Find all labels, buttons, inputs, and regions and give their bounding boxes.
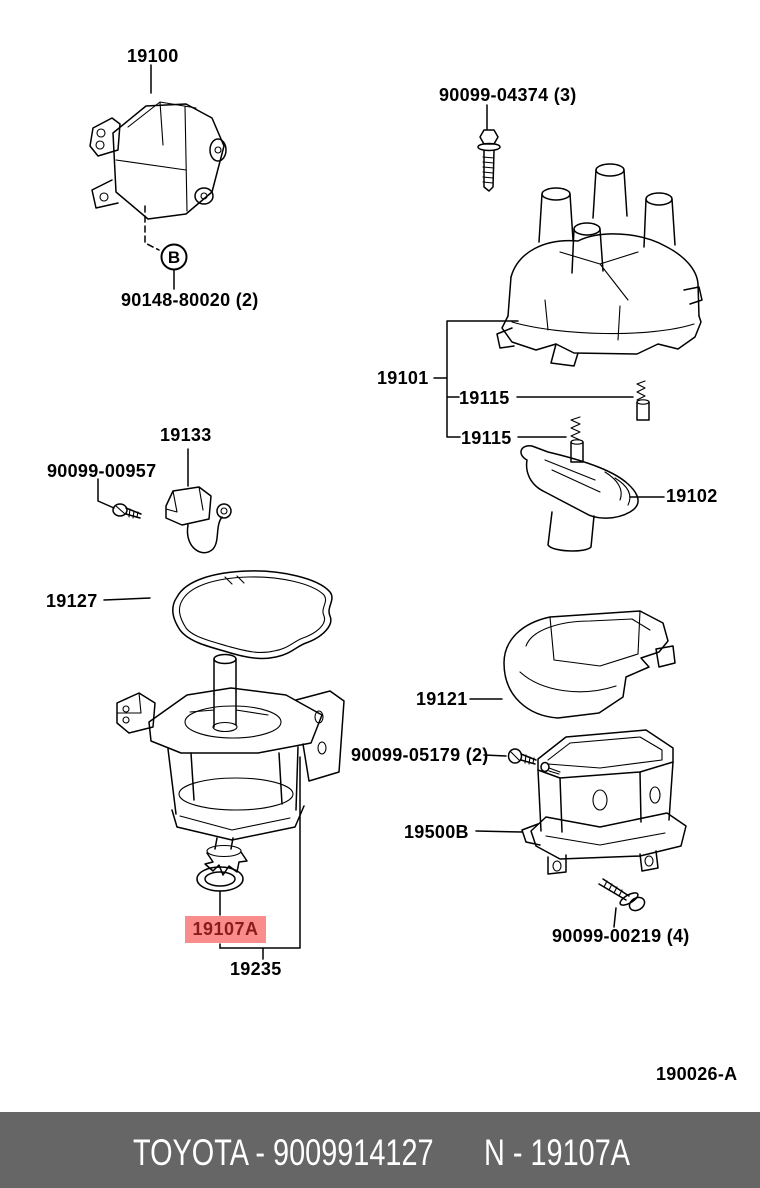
distributor-assy-drawing (89, 101, 227, 220)
distributor-cap-drawing (496, 163, 703, 367)
cover-screws-drawing (507, 748, 561, 775)
part-label-19235: 19235 (230, 959, 282, 979)
leader-90099-00957 (97, 478, 115, 509)
highlighted-part-label-19107a: 19107A (185, 916, 266, 943)
carbon-point-drawing (636, 380, 650, 421)
igniter-bolt-drawing (598, 878, 646, 912)
callout-b-letter: B (168, 248, 180, 267)
part-label-19115-upper: 19115 (459, 388, 510, 408)
part-label-90099-00219: 90099-00219 (4) (552, 926, 690, 946)
condenser-drawing (165, 486, 232, 554)
leader-90099-05179 (483, 754, 507, 757)
leader-19500b (475, 830, 523, 833)
spring-drawing (570, 416, 584, 463)
dashed-leader-to-b (144, 205, 160, 251)
distributor-housing-drawing (116, 653, 345, 876)
part-label-19500b: 19500B (404, 822, 469, 842)
part-label-90148-80020: 90148-80020 (2) (121, 290, 259, 310)
o-ring-drawing (196, 866, 244, 892)
cap-bolt-drawing (477, 129, 501, 192)
part-label-19127: 19127 (46, 591, 98, 611)
bracket-19235-lines (219, 756, 301, 960)
footer-bar: TOYOTA - 9009914127 N - 19107A (0, 1112, 760, 1188)
footer-part-ref: N - 19107A (484, 1132, 630, 1173)
leader-90099-00219 (613, 907, 617, 928)
rotor-drawing (520, 445, 639, 552)
callout-b-circle: B (160, 243, 188, 271)
part-label-19102: 19102 (666, 486, 718, 506)
part-label-19121: 19121 (416, 689, 468, 709)
part-label-19100: 19100 (127, 46, 179, 66)
part-label-19133: 19133 (160, 425, 212, 445)
diagram-code-label: 190026-A (656, 1064, 738, 1084)
part-label-19115-lower: 19115 (461, 428, 512, 448)
part-label-90099-00957: 90099-00957 (47, 461, 157, 481)
dust-cover-drawing (503, 610, 676, 719)
condenser-screw-drawing (112, 503, 142, 519)
igniter-assy-drawing (521, 729, 687, 875)
gasket-drawing (172, 570, 333, 660)
leader-19127 (103, 597, 151, 601)
diagram-line-art: B (89, 64, 703, 960)
footer-catalog-id: TOYOTA - 9009914127 (133, 1132, 434, 1173)
part-label-90099-04374: 90099-04374 (3) (439, 85, 577, 105)
part-label-90099-05179: 90099-05179 (2) (351, 745, 489, 765)
bracket-19101-lines (433, 320, 519, 438)
part-label-19101: 19101 (377, 368, 429, 388)
